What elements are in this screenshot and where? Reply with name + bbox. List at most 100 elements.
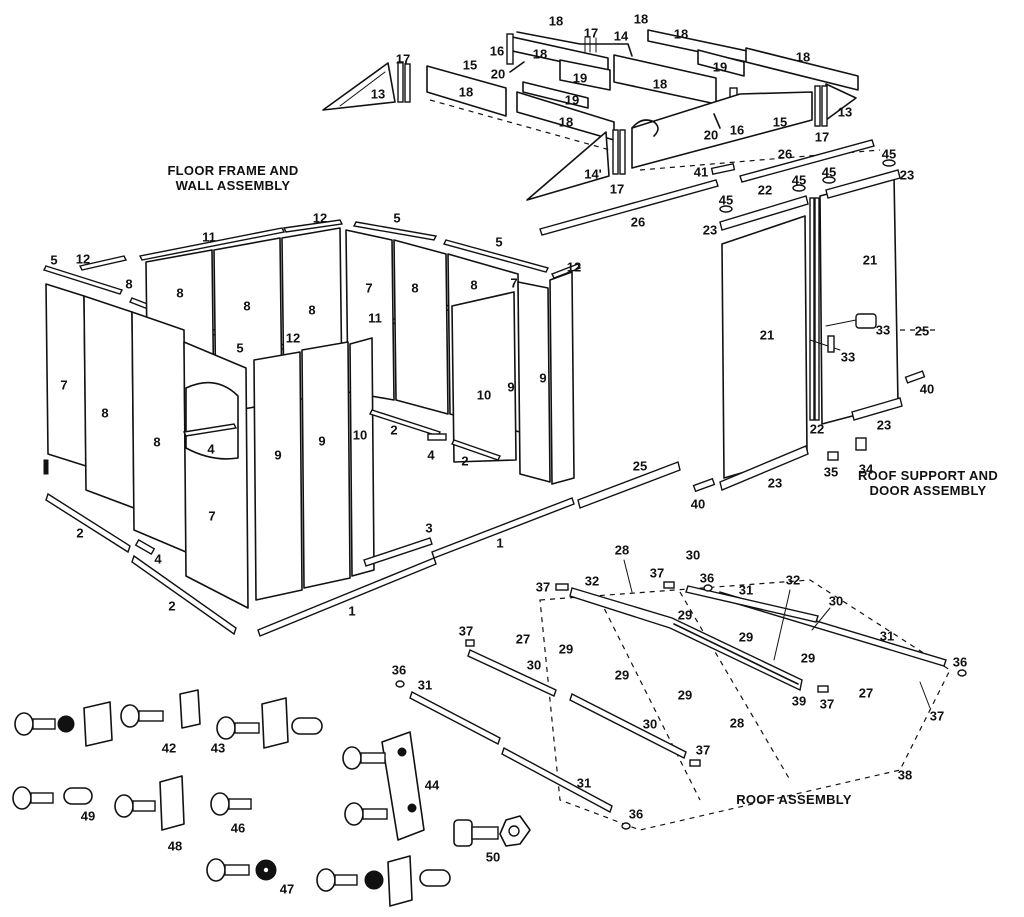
- part-number-label: 12: [313, 210, 327, 225]
- door-assembly-group: [539, 139, 935, 509]
- part-number-label: 23: [768, 475, 782, 490]
- fastener-36-left: [395, 680, 405, 688]
- stop-40-left: [692, 477, 716, 493]
- screw-46: [210, 792, 252, 816]
- part-number-label: 27: [516, 631, 530, 646]
- part-number-label: 18: [459, 84, 473, 99]
- upright-17-lower-b: [619, 129, 626, 175]
- part-number-label: 18: [653, 76, 667, 91]
- section-headings: FLOOR FRAME AND WALL ASSEMBLY ROOF SUPPO…: [167, 163, 997, 807]
- panel-8-front-b: [131, 311, 187, 553]
- part-number-label: 9: [274, 447, 281, 462]
- part-number-label: 2: [168, 598, 175, 613]
- part-number-label: 47: [280, 881, 294, 896]
- bolt-nut-50: [453, 815, 531, 847]
- guide-34: [855, 437, 867, 451]
- part-number-label: 22: [758, 182, 772, 197]
- panel-7-front-corner: [183, 341, 249, 609]
- part-number-label: 29: [801, 650, 815, 665]
- part-number-label: 8: [125, 276, 132, 291]
- panel-9-front-b: [301, 341, 351, 589]
- part-number-label: 23: [703, 222, 717, 237]
- part-number-label: 16: [730, 122, 744, 137]
- part-number-label: 33: [841, 349, 855, 364]
- part-number-label: 50: [486, 849, 500, 864]
- part-number-label: 46: [231, 820, 245, 835]
- part-number-label: 9: [539, 370, 546, 385]
- part-number-label: 33: [876, 322, 890, 337]
- leader-30: [811, 607, 831, 631]
- part-number-label: 2: [461, 453, 468, 468]
- upright-17-right: [814, 85, 821, 127]
- floor-heading-line2: WALL ASSEMBLY: [176, 178, 291, 193]
- part-number-label: 29: [615, 667, 629, 682]
- leader-32: [773, 589, 791, 661]
- guide-35: [827, 451, 839, 461]
- part-number-label: 40: [920, 381, 934, 396]
- upright-17-left: [397, 61, 404, 103]
- part-number-label: 30: [829, 593, 843, 608]
- clip-37-e: [689, 759, 701, 767]
- part-number-label: 11: [202, 229, 216, 244]
- part-number-label: 13: [838, 104, 852, 119]
- part-number-label: 10: [477, 387, 491, 402]
- part-number-label: 5: [495, 234, 502, 249]
- gable-panel-15-notch: [631, 119, 659, 137]
- part-number-label: 15: [463, 57, 477, 72]
- top-rail-12-left: [78, 255, 128, 271]
- door-jamb-22-b: [814, 197, 820, 421]
- beam-19-right: [697, 49, 745, 77]
- part-number-label: 18: [634, 11, 648, 26]
- floor-rail-2-front-left: [45, 492, 131, 554]
- part-number-label: 20: [491, 66, 505, 81]
- floor-rail-1-front: [257, 557, 437, 637]
- part-number-label: 29: [678, 687, 692, 702]
- screw-43: [120, 689, 201, 729]
- part-number-label: 30: [686, 547, 700, 562]
- corner-1: [43, 459, 49, 475]
- floor-rail-2-inner-b: [451, 439, 501, 461]
- floor-rail-3: [363, 537, 433, 567]
- floor-rail-2-front: [131, 554, 237, 636]
- clip-37-b: [663, 581, 675, 589]
- top-rail-5-left: [43, 265, 123, 295]
- part-number-label: 19: [713, 59, 727, 74]
- part-number-label: 21: [863, 252, 877, 267]
- bracket-20-left: [509, 61, 525, 73]
- stop-40-right: [904, 370, 926, 384]
- part-number-label: 7: [208, 508, 215, 523]
- leader-28: [623, 559, 633, 593]
- panel-9-right-a: [517, 281, 551, 483]
- part-number-label: 12: [567, 259, 581, 274]
- screw-set-right: [216, 697, 323, 749]
- part-number-label: 10: [353, 427, 367, 442]
- ridge-cap-32-stripe: [673, 623, 799, 685]
- part-number-label: 1: [496, 535, 503, 550]
- part-number-label: 5: [50, 252, 57, 267]
- handle-33-rod-left: [809, 339, 841, 351]
- part-number-label: 44: [425, 777, 440, 792]
- part-number-label: 12: [286, 330, 300, 345]
- part-number-label: 8: [153, 434, 160, 449]
- floor-rail-1-back: [431, 497, 575, 559]
- part-number-label: 36: [700, 570, 714, 585]
- part-number-label: 17: [610, 181, 624, 196]
- rail-26-upper: [739, 139, 875, 183]
- part-number-label: 5: [236, 340, 243, 355]
- part-number-label: 37: [820, 696, 834, 711]
- part-number-label: 27: [859, 685, 873, 700]
- door-jamb-22-a: [809, 197, 815, 421]
- part-number-label: 40: [691, 496, 705, 511]
- gable-bracket-14-prime: [526, 131, 610, 201]
- part-number-label: 23: [877, 417, 891, 432]
- part-number-label: 7: [510, 275, 517, 290]
- part-number-label: 45: [719, 192, 733, 207]
- part-number-label: 7: [365, 280, 372, 295]
- roof-assembly-heading: ROOF ASSEMBLY: [736, 792, 852, 807]
- rail-31-lower: [501, 746, 613, 814]
- clip-37-d: [817, 685, 829, 693]
- part-number-label: 8: [470, 277, 477, 292]
- part-number-label: 18: [549, 13, 563, 28]
- screw-washer-set-42: [14, 701, 113, 747]
- part-number-label: 17: [815, 129, 829, 144]
